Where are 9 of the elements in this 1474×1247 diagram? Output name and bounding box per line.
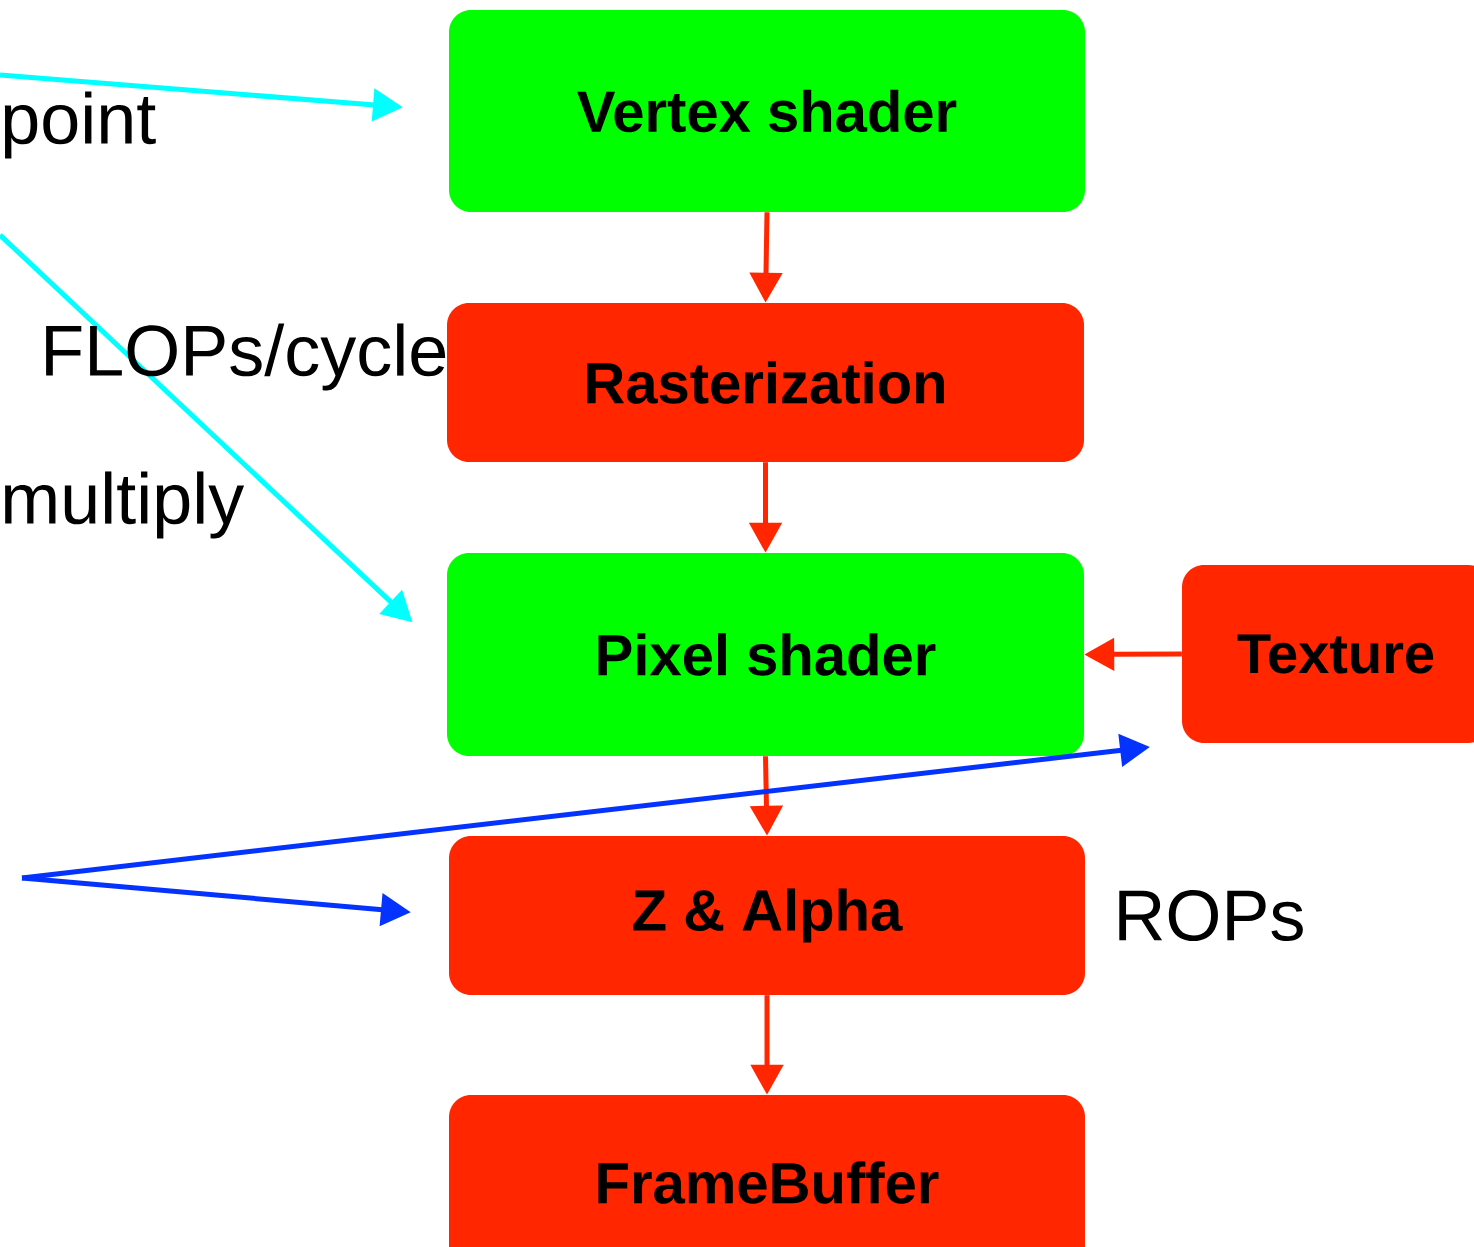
process-box: Texture: [1182, 565, 1474, 743]
side-label: ROPs: [1119, 890, 1303, 941]
process-box: Vertex shader: [449, 10, 1085, 212]
process-box: FrameBuffer: [449, 1095, 1085, 1247]
process-box: Pixel shader: [447, 553, 1084, 756]
label-text: point: [4, 91, 156, 159]
process-box: Rasterization: [447, 303, 1084, 462]
label-text: multiply: [5, 471, 245, 539]
process-box: Z & Alpha: [449, 836, 1085, 995]
